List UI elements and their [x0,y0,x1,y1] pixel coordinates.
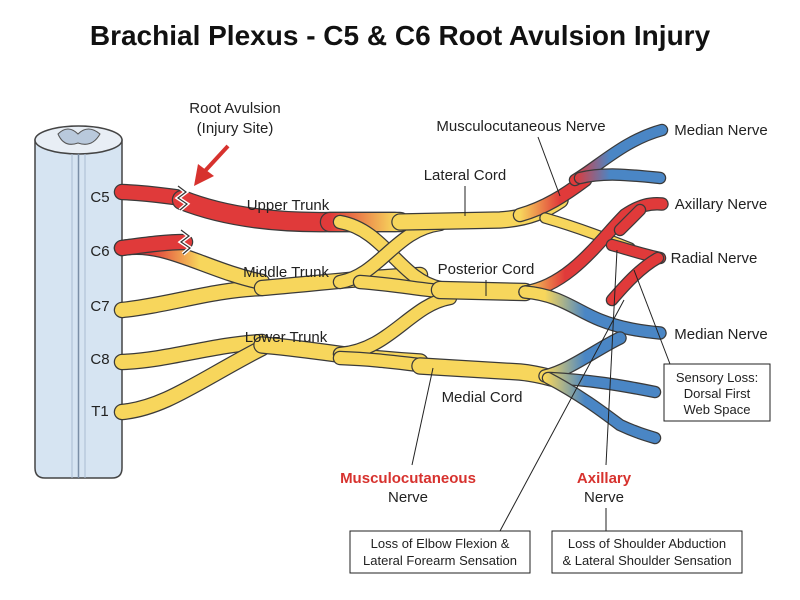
musculocutaneous-deficit-box [349,530,531,574]
arrow-icon [194,144,230,186]
nerve-root-c7 [113,279,271,319]
injury-site-label-line2: (Injury Site) [197,120,274,137]
sensory-loss-line1: Sensory Loss: [676,370,758,385]
nerve-median-top-lower [573,168,667,185]
sensory-loss-box [663,363,771,422]
sensory-loss-line2: Dorsal First [684,386,751,401]
axillary-deficit-line1: Loss of Shoulder Abduction [568,536,726,551]
nerve-division-lower-posterior [332,290,458,362]
musculocutaneous-leader [537,136,561,197]
avulsion-tears [174,184,194,256]
axillary-callout-leader [605,249,618,466]
root-label-c5: C5 [90,189,109,206]
median-nerve-bottom-label: Median Nerve [674,326,767,343]
nerve-root-c6-upper [113,233,194,257]
axillary-callout-name: Axillary [577,470,632,487]
lateral-cord-label: Lateral Cord [424,167,507,184]
musculocutaneous-deficit-leader [499,299,625,532]
root-label-c7: C7 [90,298,109,315]
musculocutaneous-callout-suffix: Nerve [388,489,428,506]
root-label-t1: T1 [91,403,109,420]
axillary-nerve-label: Axillary Nerve [675,196,768,213]
nerve-medial-median-mid [543,371,662,399]
page-title: Brachial Plexus - C5 & C6 Root Avulsion … [90,20,711,51]
medial-cord-label: Medial Cord [442,389,523,406]
radial-nerve-label: Radial Nerve [671,250,758,267]
musculocutaneous-deficit-line1: Loss of Elbow Flexion & [371,536,510,551]
sensory-loss-leader [633,269,671,365]
median-nerve-top-label: Median Nerve [674,122,767,139]
musculocutaneous-nerve-label: Musculocutaneous Nerve [436,118,605,135]
nerve-posterior-to-median [518,285,667,340]
nerve-medial-median-upper [538,331,627,383]
injury-site-label-line1: Root Avulsion [189,100,280,117]
musculocutaneous-callout-leader [411,367,434,466]
nerve-root-c8 [113,333,271,371]
nerve-medial-branch-down [541,371,662,445]
root-label-c8: C8 [90,351,109,368]
middle-trunk-label: Middle Trunk [243,264,329,281]
posterior-cord-label: Posterior Cord [438,261,535,278]
axillary-deficit-box [551,530,743,574]
root-label-c6: C6 [90,243,109,260]
nerve-posterior-cord [430,280,535,302]
musculocutaneous-callout-name: Musculocutaneous [340,470,476,487]
nerve-root-t1 [113,339,271,421]
nerve-radial-lower [605,251,665,307]
sensory-loss-line3: Web Space [684,402,751,417]
upper-trunk-label: Upper Trunk [247,197,330,214]
spinal-cord [34,125,123,479]
nerve-posterior-to-axillary [518,197,669,299]
axillary-callout-suffix: Nerve [584,489,624,506]
musculocutaneous-deficit-line2: Lateral Forearm Sensation [363,553,517,568]
lower-trunk-label: Lower Trunk [245,329,328,346]
nerve-network [113,123,669,445]
nerve-axillary-mid [613,203,647,237]
axillary-deficit-line2: & Lateral Shoulder Sensation [562,553,731,568]
